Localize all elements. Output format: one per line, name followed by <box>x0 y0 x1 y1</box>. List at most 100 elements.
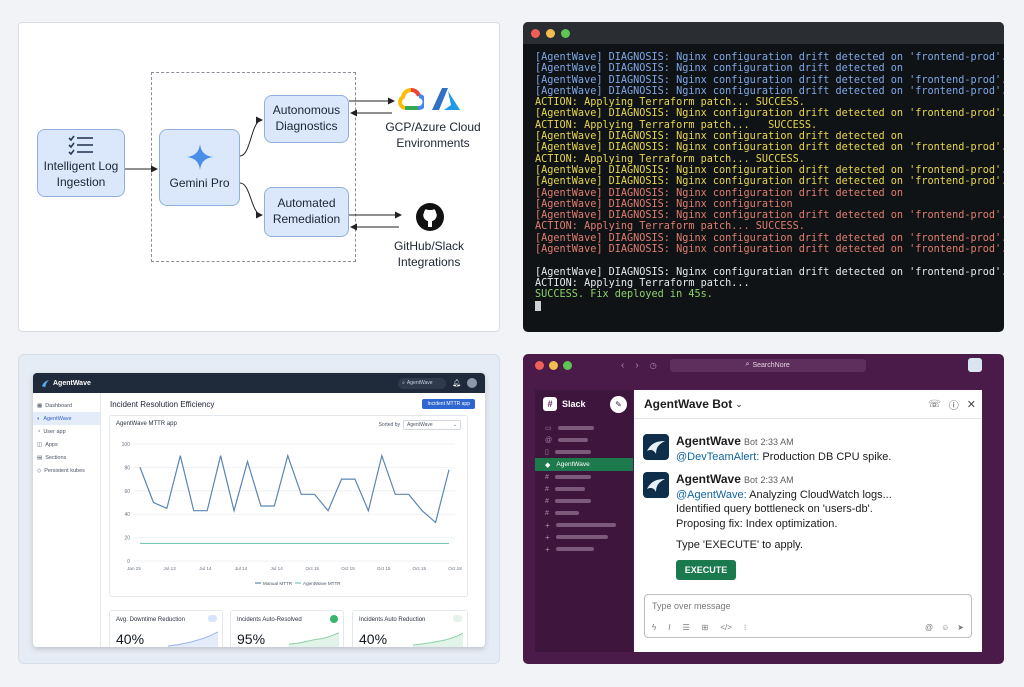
sidebar-item-kubes[interactable]: ◇Persistent kubes <box>33 464 100 477</box>
sender-name[interactable]: AgentWave <box>676 472 741 486</box>
sort-value: AgentWave <box>407 422 433 428</box>
channel-icon: # <box>545 497 549 505</box>
bot-avatar[interactable] <box>643 472 669 498</box>
log-ingestion-node: Intelligent Log Ingestion <box>37 129 125 197</box>
back-arrow-icon[interactable]: ‹ <box>621 359 625 371</box>
dashboard-topbar: AgentWave ⌕ AgentWave 🔔︎ <box>33 373 485 393</box>
y-tick-label: 40 <box>124 512 130 518</box>
active-channel-label: AgentWave <box>556 461 590 468</box>
attachment-icon[interactable]: ⊞ <box>701 623 709 632</box>
workspace-avatar[interactable] <box>968 358 982 372</box>
x-tick-label: Jul 14 <box>271 566 284 571</box>
agentwave-logo-icon <box>41 379 50 387</box>
x-tick-label: Oct 15 <box>377 566 391 571</box>
sidebar-label: AgentWave <box>43 415 72 422</box>
sidebar-row[interactable]: # <box>535 507 633 519</box>
sidebar-row[interactable]: + <box>535 543 633 555</box>
metric-card-downtime: Avg. Downtime Reduction 40% <box>109 610 223 647</box>
sidebar-item-agentwave[interactable]: ◆ AgentWave <box>535 458 633 471</box>
terminal-line: [AgentWave] DIAGNOSIS: Nginx configurati… <box>535 176 1004 188</box>
message-composer: Type over message ϟ I ☰ ⊞ </> ⁝ @ ☺ ➤ <box>644 594 972 638</box>
trend-icon <box>453 615 462 622</box>
sidebar-row[interactable]: + <box>535 519 633 531</box>
help-icon[interactable]: ⓘ <box>948 400 959 412</box>
sidebar-item-apps[interactable]: ◫Apps <box>33 438 100 451</box>
mention[interactable]: @DevTeamAlert: <box>676 450 760 463</box>
metric-value: 40% <box>359 631 388 647</box>
diagnostics-node: Autonomous Diagnostics <box>264 95 349 143</box>
message-time[interactable]: 2:33 AM <box>760 437 794 447</box>
bot-avatar[interactable] <box>643 434 669 460</box>
send-icon[interactable]: ➤ <box>957 623 964 632</box>
maximize-dot[interactable] <box>563 360 572 370</box>
close-dot[interactable] <box>535 360 544 370</box>
x-tick-label: Oct 18 <box>448 566 462 571</box>
sender-name[interactable]: AgentWave <box>676 434 741 448</box>
search-icon: ⌕ <box>402 380 405 386</box>
sidebar-row[interactable]: ▯ <box>535 446 633 458</box>
sidebar-row[interactable]: + <box>535 531 633 543</box>
message-time[interactable]: 2:33 AM <box>760 475 794 485</box>
workspace-header[interactable]: # Slack ✎ <box>535 390 633 418</box>
forward-arrow-icon[interactable]: › <box>635 359 639 371</box>
diagnostics-label: Autonomous Diagnostics <box>272 103 341 133</box>
code-icon[interactable]: </> <box>720 623 732 632</box>
sidebar-row[interactable]: # <box>535 483 633 495</box>
execute-button[interactable]: EXECUTE <box>676 560 736 580</box>
ingestion-label: Intelligent Log Ingestion <box>43 159 119 189</box>
bell-icon[interactable]: 🔔︎ <box>452 380 461 387</box>
channel-title[interactable]: AgentWave Bot <box>644 397 733 411</box>
close-dot[interactable] <box>531 28 540 38</box>
slack-search[interactable]: ⌕ SearchNore <box>669 358 866 372</box>
github-icon <box>416 203 444 231</box>
compose-icon[interactable]: ✎ <box>610 395 627 413</box>
incident-mttr-button[interactable]: Incident MTTR app <box>422 399 475 409</box>
workspace-name: Slack <box>562 399 586 409</box>
chevron-down-icon: ⌄ <box>452 422 457 428</box>
sidebar-row[interactable]: # <box>535 471 633 483</box>
close-icon[interactable]: ✕ <box>966 398 976 411</box>
composer-input[interactable]: Type over message <box>652 601 731 611</box>
maximize-dot[interactable] <box>561 28 570 38</box>
terminal-line: ACTION: Applying Terraform patch... SUCC… <box>535 97 805 109</box>
slack-logo-icon: # <box>543 397 557 411</box>
terminal-line: [AgentWave] DIAGNOSIS: Nginx configurati… <box>535 85 1004 97</box>
minimize-dot[interactable] <box>549 360 558 370</box>
legend-label: Manual MTTR <box>263 581 293 586</box>
minimize-dot[interactable] <box>546 28 555 38</box>
message-text: Production DB CPU spike. <box>759 450 892 463</box>
y-tick-label: 20 <box>124 536 130 542</box>
terminal-line: [AgentWave] DIAGNOSIS: Nginx configurati… <box>535 266 1004 278</box>
avatar[interactable] <box>467 378 477 388</box>
lightning-icon[interactable]: ϟ <box>652 623 657 632</box>
checklist-icon <box>68 135 93 156</box>
italic-icon[interactable]: I <box>668 623 671 632</box>
sidebar-item-sections[interactable]: ▤Sections <box>33 451 100 464</box>
sidebar-placeholder <box>557 426 594 430</box>
sidebar-item-user-app[interactable]: ◔User app <box>33 425 100 438</box>
page-title: Incident Resolution Efficiency <box>110 400 215 409</box>
dashboard-search-text: AgentWave <box>406 380 433 386</box>
formatting-icon[interactable]: ⁝ <box>743 623 747 632</box>
architecture-diagram-panel: Intelligent Log Ingestion Gemini Pro Aut… <box>18 22 500 332</box>
sidebar-row[interactable]: @ <box>535 434 633 446</box>
list-icon[interactable]: ☰ <box>682 623 690 632</box>
sidebar-label: Sections <box>45 454 67 461</box>
phone-icon[interactable]: ☏ <box>928 398 941 410</box>
sidebar-row[interactable]: # <box>535 495 633 507</box>
y-tick-label: 100 <box>122 442 131 448</box>
emoji-icon[interactable]: ☺ <box>941 623 950 632</box>
sort-select[interactable]: AgentWave ⌄ <box>403 420 461 430</box>
terminal-line: SUCCESS. Fix deployed in 45s. <box>535 289 713 301</box>
sidebar-item-dashboard[interactable]: ▦Dashboard <box>33 399 100 412</box>
sidebar-item-agentwave[interactable]: ◐AgentWave <box>33 412 100 425</box>
at-icon[interactable]: @ <box>925 623 934 632</box>
y-tick-label: 80 <box>124 465 130 471</box>
mention[interactable]: @AgentWave: <box>676 488 747 501</box>
history-icon[interactable]: ◷ <box>649 360 657 370</box>
dashboard-search[interactable]: ⌕ AgentWave <box>398 377 447 389</box>
terminal-line: ACTION: Applying Terraform patch... SUCC… <box>535 153 805 165</box>
sidebar-row[interactable]: ▭ <box>535 422 633 434</box>
chevron-down-icon[interactable]: ⌄ <box>735 398 743 409</box>
